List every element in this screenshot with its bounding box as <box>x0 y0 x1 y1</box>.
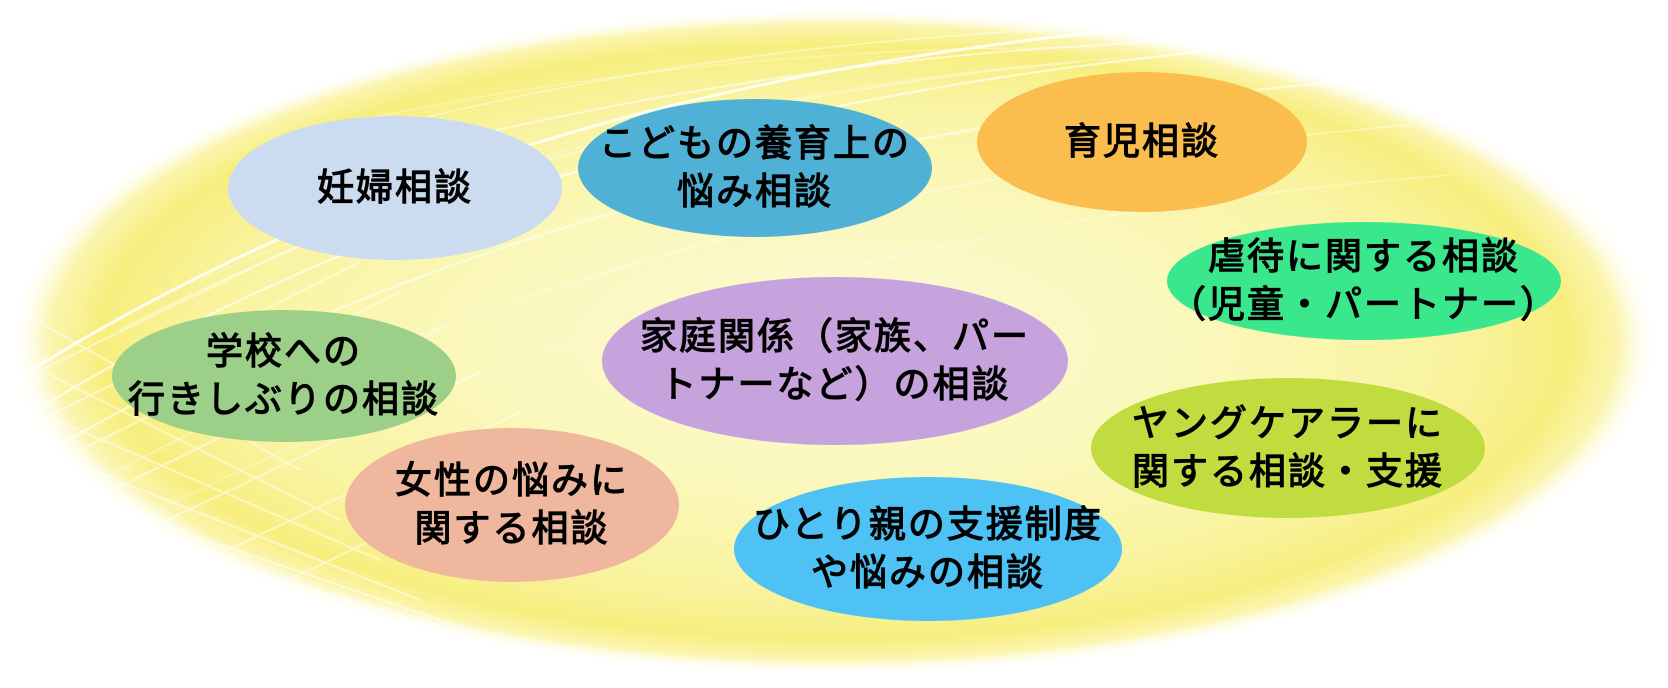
bubble-abuse: 虐待に関する相談 （児童・パートナー） <box>1167 222 1561 340</box>
bubble-women: 女性の悩みに 関する相談 <box>345 428 679 582</box>
bubble-label: 虐待に関する相談 （児童・パートナー） <box>1169 234 1559 326</box>
bubble-young-carer: ヤングケアラーに 関する相談・支援 <box>1091 378 1485 518</box>
bubble-label: ヤングケアラーに 関する相談・支援 <box>1132 401 1444 493</box>
bubble-child-rearing: こどもの養育上の 悩み相談 <box>578 99 932 237</box>
bubble-label: 女性の悩みに 関する相談 <box>395 458 629 550</box>
bubble-childcare: 育児相談 <box>977 72 1307 212</box>
bubble-label: 学校への 行きしぶりの相談 <box>128 329 440 421</box>
bubble-label: ひとり親の支援制度 や悩みの相談 <box>753 502 1103 594</box>
bubble-pregnancy: 妊婦相談 <box>228 116 562 260</box>
bubble-label: 妊婦相談 <box>317 165 473 209</box>
bubble-family-relations: 家庭関係（家族、パー トナーなど）の相談 <box>602 277 1068 445</box>
bubble-label: こどもの養育上の 悩み相談 <box>599 121 911 213</box>
bubble-single-parent: ひとり親の支援制度 や悩みの相談 <box>734 477 1122 621</box>
bubble-school-refusal: 学校への 行きしぶりの相談 <box>112 310 456 442</box>
bubble-label: 育児相談 <box>1064 119 1220 163</box>
bubble-label: 家庭関係（家族、パー トナーなど）の相談 <box>640 314 1030 406</box>
